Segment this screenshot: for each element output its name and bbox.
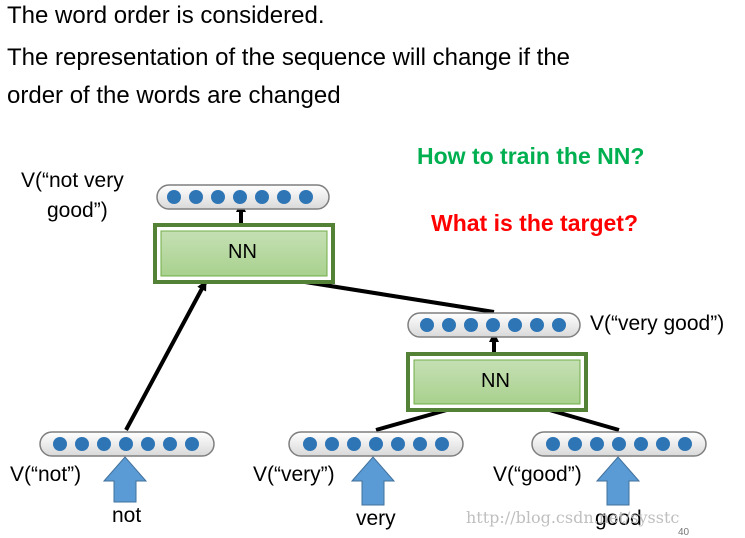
page-number: 40	[678, 527, 690, 538]
label-v-very-good: V(“very good”)	[590, 312, 725, 335]
label-v-very: V(“very”)	[253, 463, 335, 486]
vector-not	[39, 431, 215, 457]
word-very: very	[356, 507, 396, 530]
word-arrow-good	[595, 456, 641, 506]
heading-line-2: The representation of the sequence will …	[7, 44, 571, 71]
heading-line-1: The word order is considered.	[7, 2, 325, 29]
nn-box-top	[153, 223, 335, 284]
nn-bottom-label: NN	[481, 370, 510, 392]
label-v-not: V(“not”)	[10, 463, 82, 486]
arrow-not-to-top-nn	[124, 280, 207, 431]
label-v-good: V(“good”)	[493, 463, 582, 486]
vector-good	[531, 431, 707, 457]
question-train: How to train the NN?	[417, 143, 645, 169]
word-not: not	[112, 504, 142, 527]
word-good: good	[595, 507, 642, 530]
vector-not-very-good	[156, 184, 330, 210]
nn-top-label: NN	[228, 241, 257, 263]
nn-box-bottom	[406, 352, 588, 412]
vector-very	[288, 431, 464, 457]
question-target: What is the target?	[431, 210, 639, 236]
word-arrow-not	[102, 456, 148, 503]
vector-very-good	[407, 312, 581, 338]
label-v-not-very-good-line2: good”)	[47, 199, 108, 222]
heading-line-3: order of the words are changed	[7, 82, 341, 109]
watermark: http://blog.csdn.net/sysstc	[466, 508, 680, 527]
label-v-not-very-good-line1: V(“not very	[21, 169, 124, 192]
word-arrow-very	[350, 456, 396, 506]
